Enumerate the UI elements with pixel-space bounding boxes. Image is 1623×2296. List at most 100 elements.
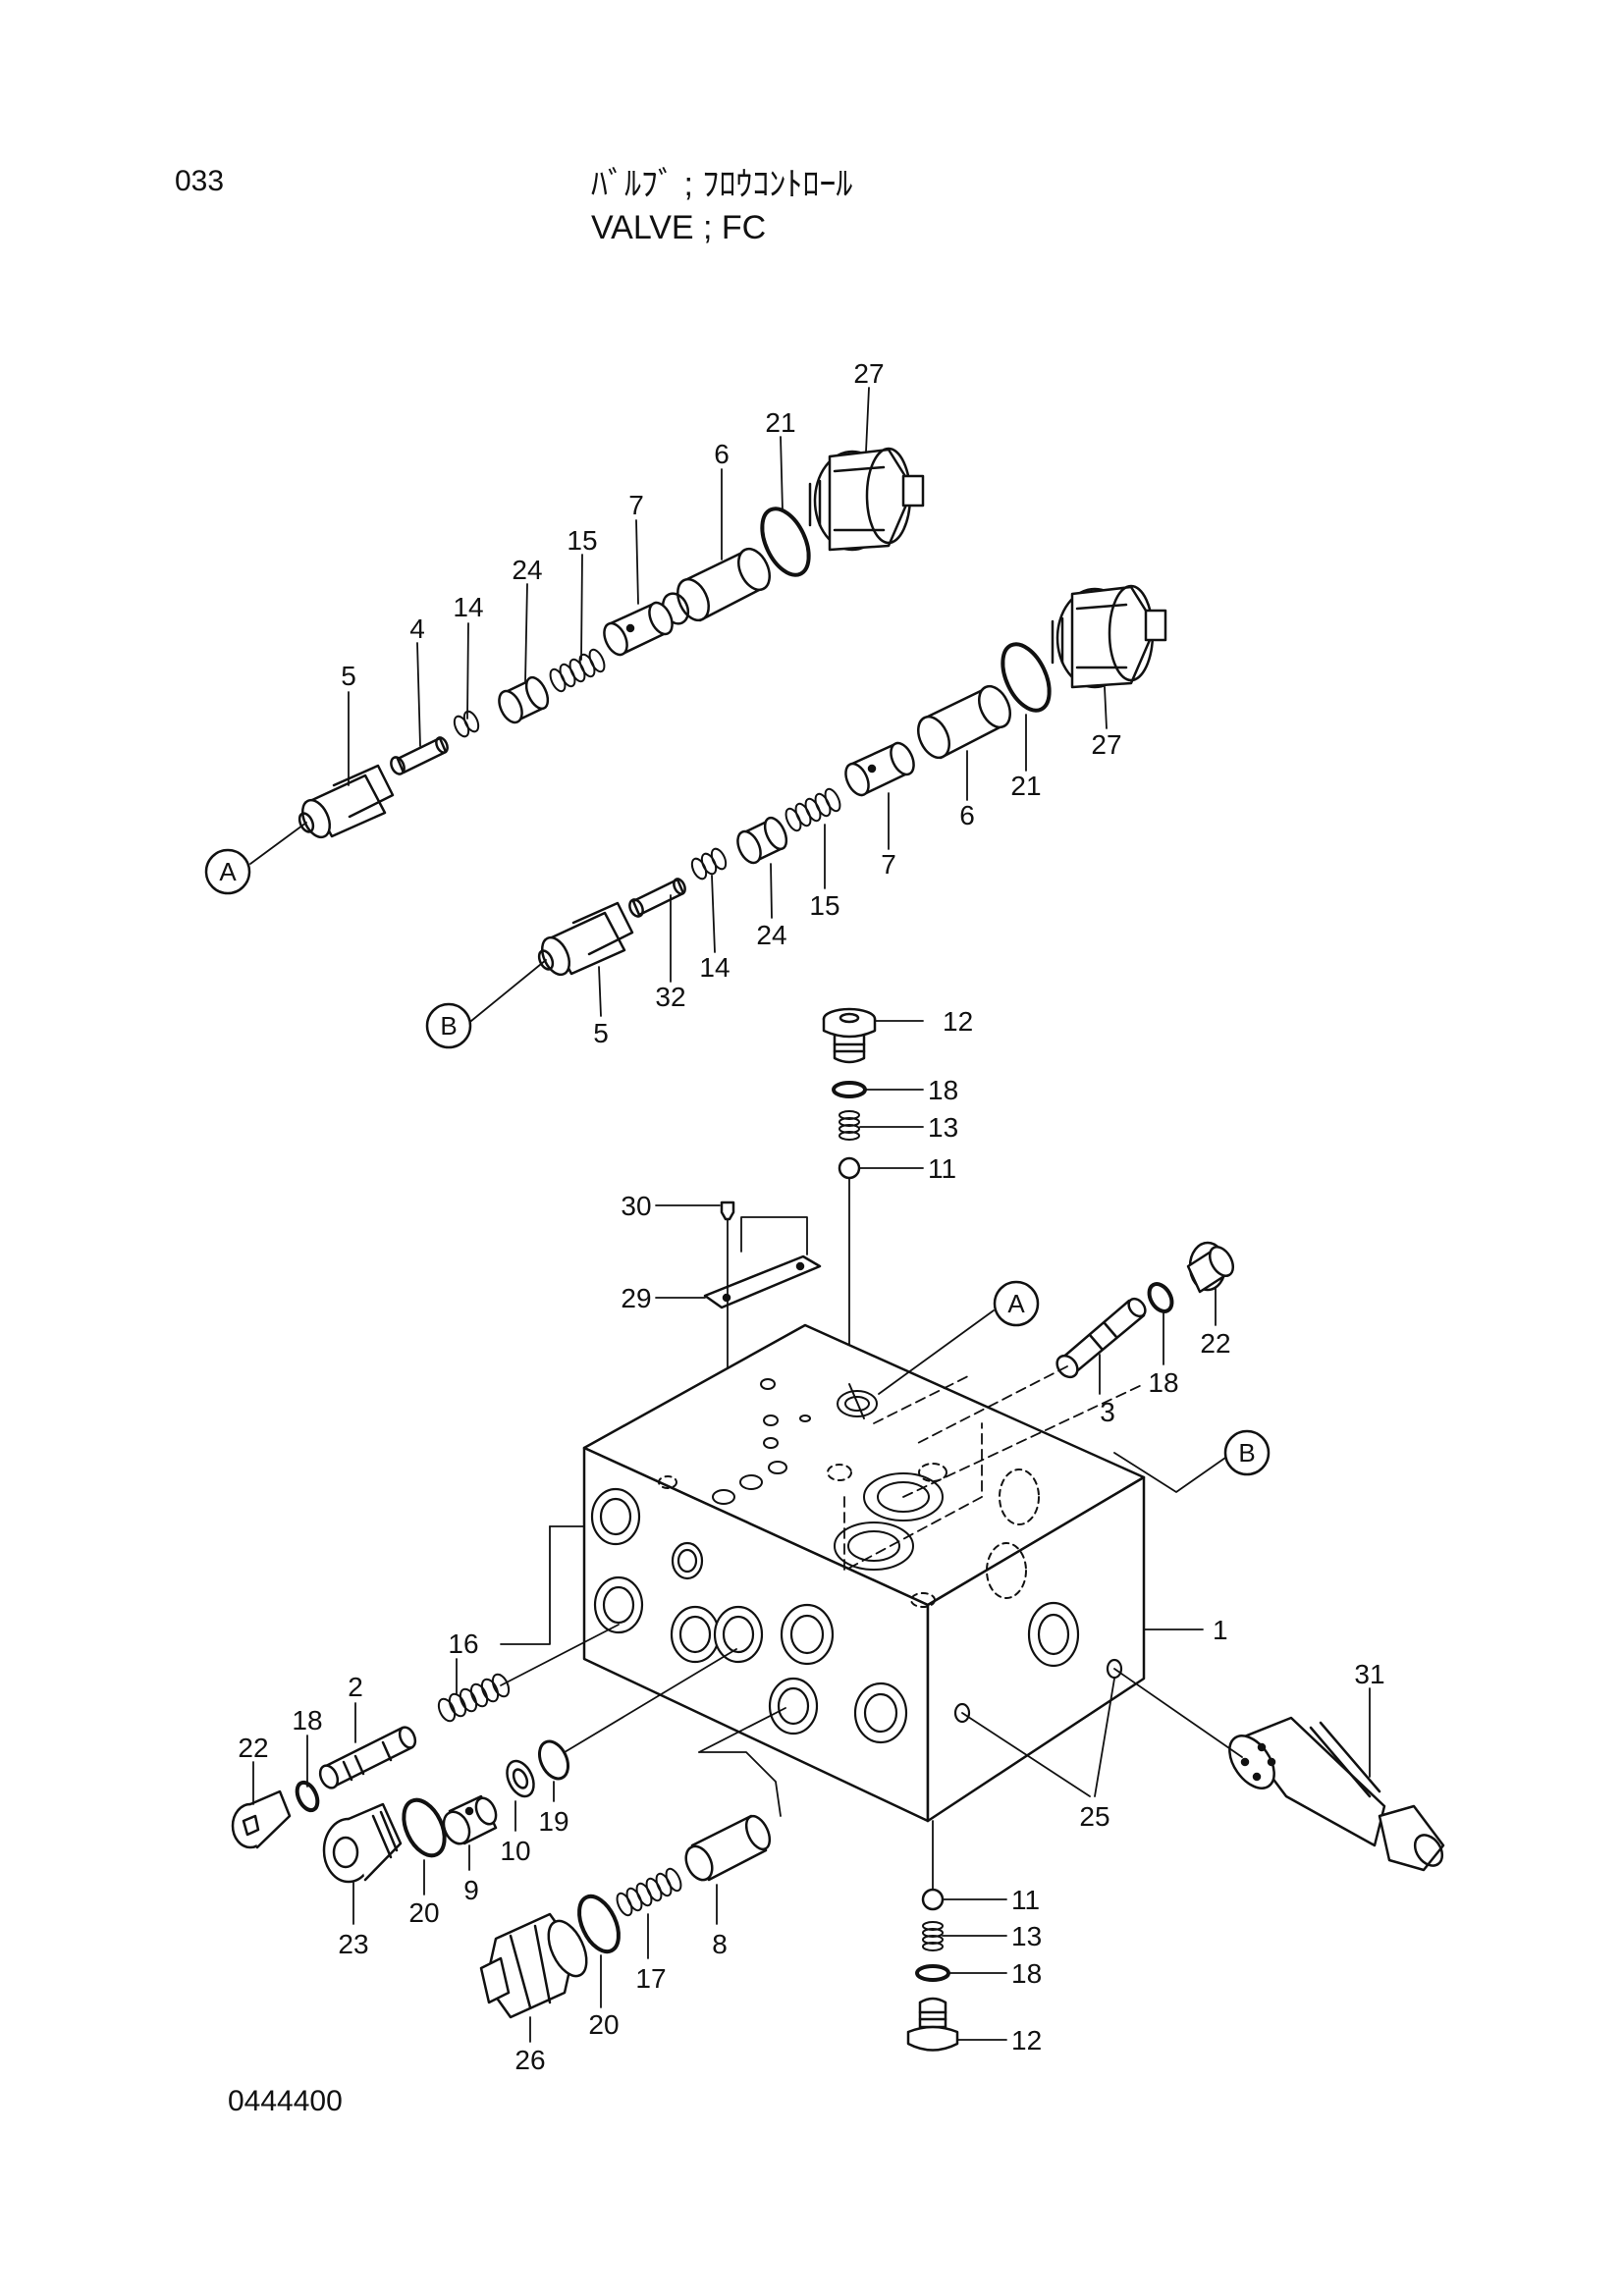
label-20-left: 20 [408,1897,439,1928]
part-13-spring-bottom [922,1921,944,1951]
label-23: 23 [338,1929,368,1959]
part-5-adapter-b [537,901,634,977]
title-english: VALVE ; FC [591,209,767,246]
part-18-oring-left [295,1780,320,1813]
label-7-b: 7 [881,849,896,880]
part-13-spring-top [839,1110,860,1141]
part-17-spring [616,1867,682,1917]
label-30: 30 [621,1191,651,1221]
callout-a-body: A [1007,1289,1025,1318]
part-18-oring-top [832,1081,867,1098]
right-spool-group [917,1241,1235,1444]
label-26: 26 [514,2045,545,2075]
callout-letters: A B A B [219,857,1255,1468]
callout-b-left: B [440,1011,457,1041]
leaders-25 [961,1668,1243,1797]
label-27-b: 27 [1091,729,1121,760]
label-6-b: 6 [959,800,975,830]
part-14-washer-a [453,710,480,738]
leaders-b [470,686,1108,1022]
label-12-top: 12 [943,1006,973,1037]
cartridge-assembly-b [470,584,1167,1022]
part-14-washer-b [690,847,728,881]
part-20-oring-left [402,1797,447,1858]
part-1-valve-body [582,1323,1204,1823]
leaders-a [249,387,870,865]
label-5-a: 5 [341,661,356,691]
part-10-ring [506,1759,535,1798]
label-13-top: 13 [928,1112,958,1143]
label-18-left: 18 [292,1705,322,1735]
part-6-sleeve-b [917,684,1011,760]
label-8: 8 [712,1929,728,1959]
callout-a-left: A [219,857,237,886]
label-22-left: 22 [238,1733,268,1763]
label-25: 25 [1079,1801,1109,1832]
label-3: 3 [1100,1397,1115,1427]
callout-circles [204,848,1271,1493]
lower-left-parts [479,1707,786,2043]
part-19-oring [537,1739,570,1781]
label-24-a: 24 [512,555,542,585]
label-14-b: 14 [699,952,730,983]
part-15-spring-a [549,648,606,693]
label-4-a: 4 [409,614,425,644]
part-number-labels: 27 21 6 7 15 24 14 4 5 27 21 6 7 15 24 1… [238,358,1384,2075]
label-18-bottom: 18 [1011,1958,1042,1989]
part-22-plug-left [231,1789,292,1849]
label-11-top: 11 [928,1153,956,1184]
cartridge-assembly-a [249,387,925,865]
part-31-relief-valve [1228,1687,1445,1872]
label-11-bottom: 11 [1011,1885,1040,1915]
label-7-a: 7 [628,490,644,520]
label-15-a: 15 [567,525,597,556]
label-18-right: 18 [1148,1367,1178,1398]
label-22-right: 22 [1200,1328,1230,1359]
label-20-lower: 20 [588,2009,619,2040]
nameplate-group [655,1201,822,1464]
part-7-piston-b [844,741,915,797]
part-32-pin-b [628,878,686,918]
page-number: 033 [175,165,225,197]
label-13-bottom: 13 [1011,1921,1042,1951]
part-22-plug-right [1186,1241,1235,1294]
part-6-sleeve-a [661,547,771,625]
label-16: 16 [448,1629,478,1659]
leaders-top-stack [848,1020,924,1395]
label-6-a: 6 [714,439,730,469]
label-5-b: 5 [593,1018,609,1048]
label-21-a: 21 [765,407,795,438]
part-21-oring-a [760,507,811,577]
label-31: 31 [1354,1659,1384,1689]
part-21-oring-b [1001,642,1052,713]
part-18-oring-right [1147,1282,1174,1313]
part-7-piston-a [603,601,674,657]
label-27-a: 27 [853,358,884,389]
label-24-b: 24 [756,920,786,950]
label-9: 9 [463,1875,479,1905]
label-29: 29 [621,1283,651,1313]
part-29-plate [703,1255,822,1309]
left-side-parts [231,1525,737,1925]
part-5-adapter-a [298,764,395,839]
label-1: 1 [1213,1615,1228,1645]
part-11-ball-bottom [921,1888,945,1911]
label-21-b: 21 [1010,771,1041,801]
part-4-pin-a [390,736,449,775]
part-23-plug-large [322,1802,403,1884]
bottom-check-stack [906,1820,1007,2052]
part-9-sleeve [442,1794,498,1845]
title-japanese: ﾊﾞﾙﾌﾞ ; ﾌﾛｳｺﾝﾄﾛｰﾙ [591,166,853,203]
label-19: 19 [538,1806,568,1837]
part-24-seat-a [498,675,550,724]
top-check-stack [822,1007,924,1395]
label-2: 2 [348,1672,363,1702]
part-11-ball-top [838,1156,861,1180]
part-27-plug-b [1051,584,1167,689]
part-12-plug-top [822,1007,877,1064]
label-18-top: 18 [928,1075,958,1105]
part-24-seat-b [736,816,788,865]
part-27-plug-a [808,447,925,552]
label-32-b: 32 [655,982,685,1012]
